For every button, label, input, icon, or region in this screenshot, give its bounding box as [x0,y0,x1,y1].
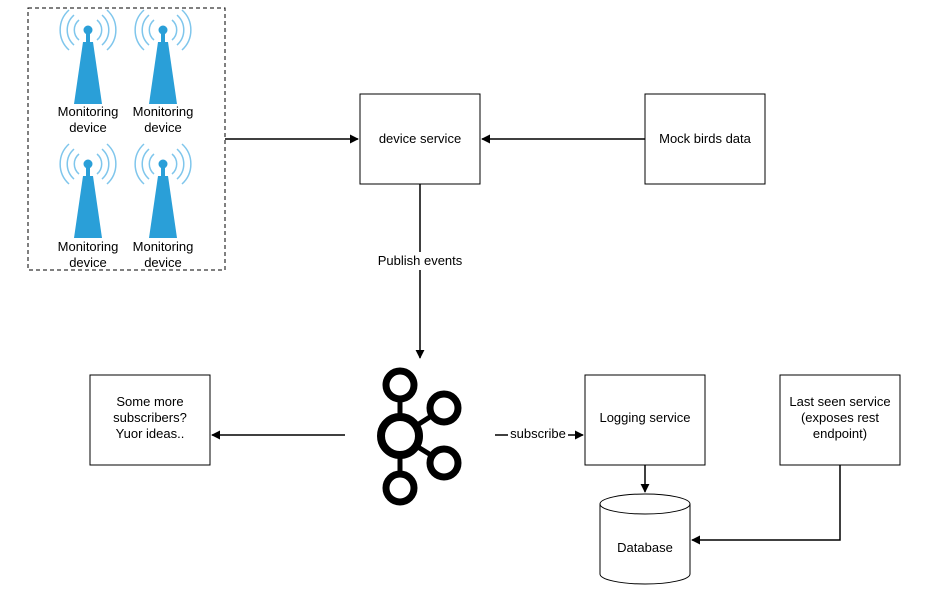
more-subscribers-line1: Some more [116,394,183,409]
monitoring-device-4: Monitoring device [133,143,194,270]
antenna-tower-icon [59,143,117,239]
logging-service-node: Logging service [584,374,706,466]
more-subscribers-node: Some more subscribers? Yuor ideas.. [89,374,211,466]
device-label-line1: Monitoring [133,239,194,254]
monitoring-device-2: Monitoring device [133,9,194,135]
more-subscribers-line3: Yuor ideas.. [116,426,185,441]
device-service-label: device service [379,131,461,146]
antenna-tower-icon [59,9,117,105]
antenna-tower-icon [134,9,192,105]
antenna-tower-icon [134,143,192,239]
device-label-line1: Monitoring [133,104,194,119]
last-seen-line2: (exposes rest [801,410,879,425]
device-label-line2: device [144,255,182,270]
database-label: Database [617,540,673,555]
database-node: Database [599,493,691,585]
subscribe-label: subscribe [510,426,566,441]
last-seen-to-database-arrow [691,465,841,545]
last-seen-line1: Last seen service [789,394,890,409]
device-label-line1: Monitoring [58,239,119,254]
device-label-line2: device [69,120,107,135]
last-seen-service-node: Last seen service (exposes rest endpoint… [779,374,901,466]
device-label-line1: Monitoring [58,104,119,119]
logging-service-label: Logging service [599,410,690,425]
kafka-icon [377,367,462,506]
device-group [27,7,226,271]
last-seen-line3: endpoint) [813,426,867,441]
device-service-node: device service [359,93,481,185]
monitoring-device-3: Monitoring device [58,143,119,270]
mock-birds-data-label: Mock birds data [659,131,752,146]
device-label-line2: device [144,120,182,135]
more-subscribers-line2: subscribers? [113,410,187,425]
monitoring-device-1: Monitoring device [58,9,119,135]
publish-events-label: Publish events [378,253,463,268]
device-label-line2: device [69,255,107,270]
mock-birds-data-node: Mock birds data [644,93,766,185]
